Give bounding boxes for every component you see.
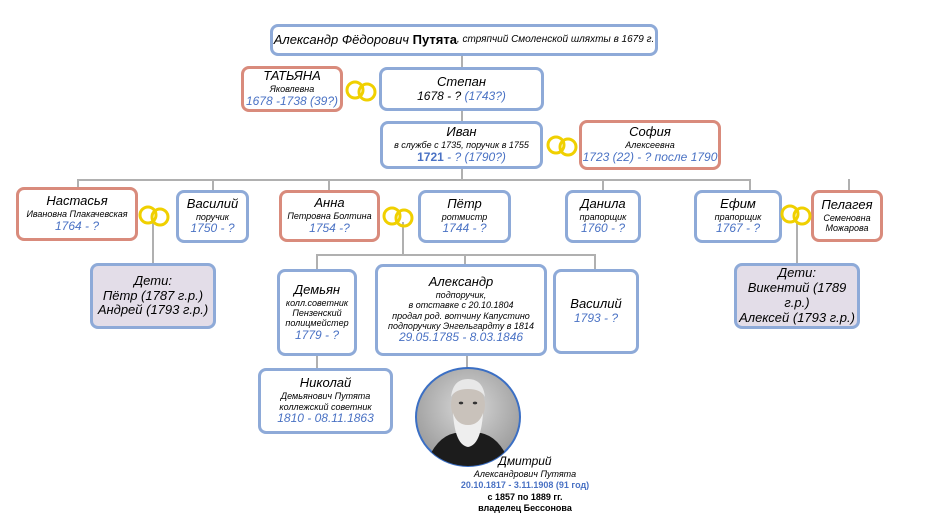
- line-to-nikolay: [316, 355, 318, 369]
- demyan-sub2: Пензенский: [292, 308, 341, 318]
- person-ivan[interactable]: Иван в службе с 1735, поручик в 1755 172…: [380, 121, 543, 169]
- aleksandr-sub1: подпоручик,: [436, 290, 487, 300]
- nastasya-dates: 1764 - ?: [55, 220, 99, 234]
- person-danila[interactable]: Данила прапорщик 1760 - ?: [565, 190, 641, 243]
- petr-name: Пётр: [447, 197, 482, 212]
- pelageya-sub1: Семеновна: [823, 213, 870, 223]
- person-tatyana[interactable]: ТАТЬЯНА Яковлевна 1678 -1738 (39?): [241, 66, 343, 112]
- aleksandr-sub2: в отставке с 20.10.1804: [409, 300, 514, 310]
- line-kids2: [796, 222, 798, 264]
- line-to-efim: [749, 179, 751, 190]
- petr-dates: 1744 - ?: [442, 222, 486, 236]
- nikolay-sub1: Демьянович Путята: [281, 391, 370, 401]
- vasiliy2-dates: 1793 - ?: [574, 312, 618, 326]
- children-box-vasiliy[interactable]: Дети: Пётр (1787 г.р.) Андрей (1793 г.р.…: [90, 263, 216, 329]
- tatyana-name: ТАТЬЯНА: [263, 69, 321, 84]
- efim-dates: 1767 - ?: [716, 222, 760, 236]
- vasiliy-name: Василий: [187, 197, 238, 212]
- kids2-line2: Алексей (1793 г.р.): [739, 311, 855, 326]
- person-demyan[interactable]: Демьян колл.советник Пензенский полицмей…: [277, 269, 357, 356]
- person-petr[interactable]: Пётр ротмистр 1744 - ?: [418, 190, 511, 243]
- person-anna[interactable]: Анна Петровна Болтина 1754 -?: [279, 190, 380, 242]
- nastasya-name: Настасья: [46, 194, 107, 209]
- kids1-line1: Пётр (1787 г.р.): [103, 289, 203, 304]
- line-to-pelageya: [848, 179, 850, 190]
- aleksandr-dates: 29.05.1785 - 8.03.1846: [399, 331, 523, 345]
- dmitriy-line1: с 1857 по 1889 гг.: [440, 492, 610, 503]
- anna-dates: 1754 -?: [309, 222, 350, 236]
- kids1-line2: Андрей (1793 г.р.): [98, 303, 208, 318]
- aleksandr-sub3: продал род. вотчину Капустино: [392, 311, 530, 321]
- person-nastasya[interactable]: Настасья Ивановна Плакачевская 1764 - ?: [16, 187, 138, 241]
- line-children-h: [77, 179, 751, 181]
- danila-dates: 1760 - ?: [581, 222, 625, 236]
- pelageya-name: Пелагея: [821, 198, 872, 213]
- line-petr-children-h: [316, 254, 596, 256]
- dmitriy-caption[interactable]: Дмитрий Александрович Путята 20.10.1817 …: [440, 454, 610, 514]
- stepan-dates-a: 1678 - ?: [417, 89, 464, 103]
- ivan-name: Иван: [446, 125, 476, 140]
- wedding-rings-icon: [136, 204, 174, 228]
- person-aleksandr[interactable]: Александр подпоручик, в отставке с 20.10…: [375, 264, 547, 356]
- line-to-vasiliy: [212, 179, 214, 190]
- root-desc: , стряпчий Смоленской шляхты в 1679 г.: [457, 34, 654, 46]
- sofia-dates: 1723 (22) - ? после 1790: [583, 151, 718, 165]
- kids1-title: Дети:: [134, 274, 172, 289]
- demyan-dates: 1779 - ?: [295, 329, 339, 343]
- person-nikolay[interactable]: Николай Демьянович Путята коллежский сов…: [258, 368, 393, 434]
- person-efim[interactable]: Ефим прапорщик 1767 - ?: [694, 190, 782, 243]
- danila-name: Данила: [580, 197, 625, 212]
- person-vasiliy[interactable]: Василий поручик 1750 - ?: [176, 190, 249, 243]
- dmitriy-line2: владелец Бессонова: [440, 503, 610, 514]
- wedding-rings-icon: [380, 205, 418, 229]
- kids2-line1: Викентий (1789 г.р.): [737, 281, 857, 311]
- dmitriy-dates: 20.10.1817 - 3.11.1908 (91 год): [440, 480, 610, 491]
- root-first-name: Александр Фёдорович: [274, 33, 413, 48]
- person-pelageya[interactable]: Пелагея Семеновна Можарова: [811, 190, 883, 242]
- nikolay-dates: 1810 - 08.11.1863: [277, 412, 374, 426]
- dmitriy-sub: Александрович Путята: [440, 469, 610, 480]
- aleksandr-name: Александр: [429, 275, 494, 290]
- wedding-rings-icon: [343, 79, 381, 103]
- stepan-name: Степан: [437, 75, 486, 90]
- person-sofia[interactable]: София Алексеевна 1723 (22) - ? после 179…: [579, 120, 721, 170]
- vasiliy-dates: 1750 - ?: [190, 222, 234, 236]
- line-kids1: [152, 222, 154, 264]
- line-to-vasiliy2: [594, 254, 596, 270]
- nikolay-name: Николай: [300, 376, 352, 391]
- root-last-name: Путята: [413, 33, 457, 48]
- person-root[interactable]: Александр Фёдорович Путята , стряпчий См…: [270, 24, 658, 56]
- dmitriy-name: Дмитрий: [440, 454, 610, 469]
- efim-name: Ефим: [720, 197, 756, 212]
- children-box-efim[interactable]: Дети: Викентий (1789 г.р.) Алексей (1793…: [734, 263, 860, 329]
- dmitriy-portrait: [415, 367, 521, 467]
- ivan-dates-b: - ? (1790?): [444, 150, 506, 164]
- anna-name: Анна: [314, 196, 344, 211]
- demyan-name: Демьян: [294, 283, 340, 298]
- line-to-aleksandr: [464, 254, 466, 264]
- line-to-anna: [328, 179, 330, 190]
- sofia-name: София: [629, 125, 671, 140]
- stepan-dates-b: (1743?): [465, 89, 506, 103]
- wedding-rings-icon: [544, 134, 582, 158]
- ivan-dates-a: 1721: [417, 150, 444, 164]
- kids2-title: Дети:: [778, 266, 816, 281]
- line-to-demyan: [316, 254, 318, 270]
- tatyana-dates: 1678 -1738 (39?): [246, 95, 338, 109]
- line-to-dmitriy: [466, 354, 468, 368]
- person-vasiliy-2[interactable]: Василий 1793 - ?: [553, 269, 639, 354]
- line-to-nastasya: [77, 179, 79, 187]
- demyan-sub1: колл.советник: [286, 298, 348, 308]
- wedding-rings-icon: [778, 203, 816, 227]
- pelageya-sub2: Можарова: [825, 223, 868, 233]
- line-to-danila: [602, 179, 604, 190]
- line-root-stepan: [461, 54, 463, 68]
- person-stepan[interactable]: Степан 1678 - ? (1743?): [379, 67, 544, 111]
- vasiliy2-name: Василий: [570, 297, 621, 312]
